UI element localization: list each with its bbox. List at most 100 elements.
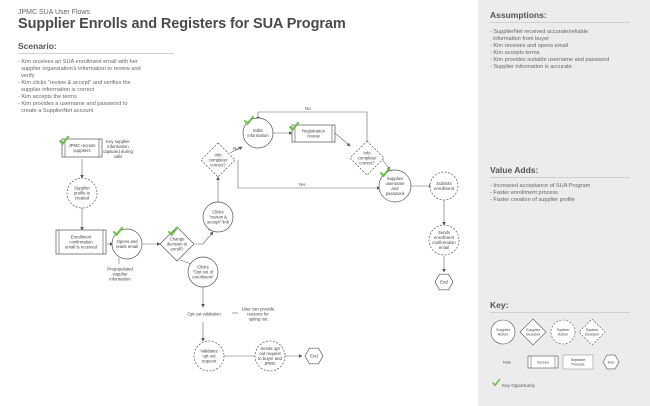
note-prepopulated-label: information [109,277,131,282]
sends-confirmation-node-shape [428,224,460,256]
supplier-profile-node-label: Supplier [74,185,90,190]
enrollment-email-box-label: confirmation [69,240,93,245]
clicks-review-node-label: accept" link [207,220,230,225]
registration-review-box-label: review [307,134,320,139]
key-opportunity-label: Key Opportunity [502,383,536,388]
submits-enrollment-node-label: enrollment [434,186,455,191]
key-end-label: End [608,360,615,364]
validates-opt-out-node-label: opt out [202,354,216,359]
opt-out-validation-box: Opt out validation [187,312,221,317]
sends-opt-out-node-label: JPMC [264,361,276,366]
end-node-top: End [434,273,454,291]
key-separate-process-shape [562,354,594,370]
assumptions-list: - SupplierNet received accurate/reliable… [490,29,640,71]
assumption-item: information from buyer [490,36,550,42]
value-add-item: - Increased acceptance of SUA Program [490,183,591,189]
sends-confirmation-node-label: confirmation [432,240,456,245]
key-opportunity-check-icon [168,226,179,237]
key-supplier-decision-label: Decision [526,333,541,337]
clicks-opt-out-node-label: Clicks [197,264,208,269]
assumption-item: - SupplierNet received accurate/reliable [490,29,588,35]
supplier-profile-node-label: profile is [74,191,90,196]
edits-info-node-label: information [247,133,269,138]
enrollment-email-box-shape [55,229,107,255]
key-screen-label: Screen [537,360,549,364]
change-decision-node-shape [159,226,195,262]
value-add-item: - Faster enrollment process [490,190,559,196]
value-adds-list: - Increased acceptance of SUA Program - … [490,183,640,204]
key-system-action-label: System [557,328,570,332]
nodes: NoYesNoYesNoYesJPMC recruitssuppliersKey… [55,106,460,372]
connector-info-to-edits [229,146,243,154]
opt-out-validation-box-label: Opt out validation [187,312,221,317]
clicks-opt-out-node-shape [187,256,219,288]
assumption-item: - Supplier information is accurate [490,64,572,70]
registration-review-box-shape [291,124,336,143]
edge-label-no: No [305,106,311,111]
change-decision-node-label: enroll? [171,247,185,252]
value-adds-divider [490,177,630,178]
key-supplier-decision-shape [519,318,547,346]
supplies-credentials-node-label: password [386,191,405,196]
sends-opt-out-node-label: to buyer and [258,356,282,361]
end-node-top-label: End [440,280,448,285]
registration-review-box-label: Registration [302,128,326,133]
note-key-info-label: information [107,144,129,149]
scenario-heading: Scenario: [18,41,57,51]
edge-label-yes: Yes [298,182,306,187]
validates-opt-out-node-label: Validates [200,348,217,353]
opens-email-node-label: reads email [116,244,138,249]
validates-opt-out-node-label: request [202,359,217,364]
info-complete-node-shape [349,140,385,176]
key-opportunity-check-icon [492,378,501,387]
key-opportunity-check-icon [244,115,255,126]
assumptions-divider [490,22,630,23]
opens-email-node-label: Opens and [116,239,138,244]
key-supplier-action-shape [490,319,516,345]
opens-email-node-shape [111,228,143,260]
key-note-label: Note [503,360,511,364]
key-end-shape [602,354,620,370]
scenario-item: verify [18,73,35,79]
scenario-item: supplier organization's information to r… [18,66,141,72]
scenario-list: - Kim receives an SUA enrollment email w… [18,59,176,115]
note-key-info-label: captured during [103,149,133,154]
assumption-item: - Kim accepts terms [490,50,540,56]
supplies-credentials-node-shape [378,169,412,203]
edge-label-no: No [233,146,239,151]
key-heading: Key: [490,300,509,310]
key-opportunity-check-icon [59,135,70,146]
note-prepopulated-label: supplier [112,272,128,277]
note-user-can-provide-label: opting out [249,317,269,322]
clicks-opt-out-node-label: enrollment" [192,275,214,280]
page-title: Supplier Enrolls and Registers for SUA P… [18,16,346,32]
info-correct-node-label: correct? [210,163,226,168]
info-correct-node-label: Info [214,152,222,157]
key-opportunity-check-icon [380,167,391,178]
assumption-item: - Kim receives and opens email [490,43,569,49]
info-complete-node-label: correct? [359,161,375,166]
change-decision-node-label: decision to [167,242,188,247]
key-separate-process-label: Process [572,362,585,366]
sends-opt-out-node-label: out request [259,351,281,356]
note-user-can-provide-label: User can provide [242,306,275,311]
scenario-divider [18,53,174,54]
key-system-decision-shape [578,318,606,346]
sends-opt-out-node-shape [254,340,286,372]
enrollment-email-box-label: email is received [65,245,98,250]
key-system-decision-label: Decision [585,333,600,337]
note-user-can-provide-label: reasons for [247,312,269,317]
sends-confirmation-node-label: Sends [438,230,450,235]
submits-enrollment-node-label: Submits [436,181,452,186]
key-system-action-label: Action [558,333,569,337]
clicks-review-node-label: Clicks [212,209,223,214]
